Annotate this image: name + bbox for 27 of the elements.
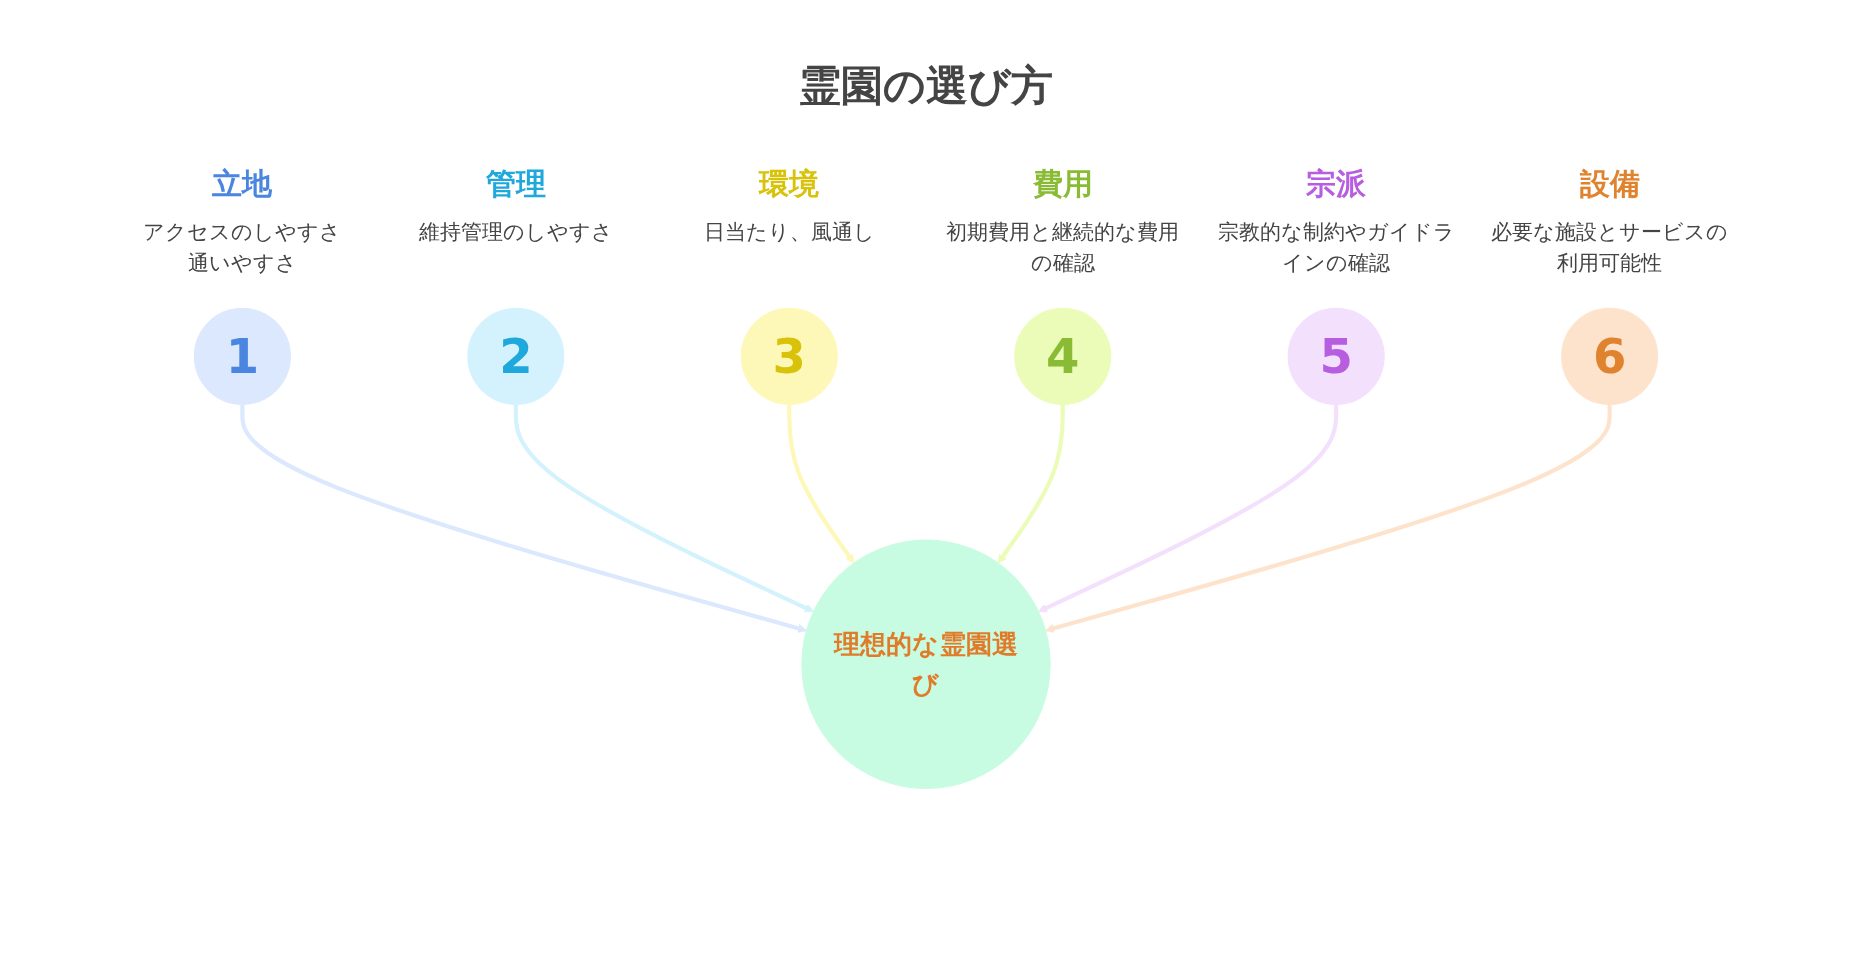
node-circle: 6 [1561,307,1659,405]
arrow [787,404,855,564]
node-circle: 1 [193,307,291,405]
arrow [240,404,807,633]
category-heading: 費用 [1032,165,1093,204]
description-text: 必要な施設とサービスの利用可能性 [1490,219,1730,277]
arrow [1038,404,1339,613]
description-text: 通いやすさ [187,249,297,277]
category-heading: 管理 [485,165,546,204]
node-circle: 3 [740,307,838,405]
category-heading: 環境 [759,165,820,204]
arrow [997,404,1065,564]
node-circle: 4 [1014,307,1112,405]
node-circle: 理想的な霊園選び [801,539,1051,789]
category-heading: 立地 [212,165,273,204]
description-text: アクセスのしやすさ [143,219,342,247]
node-circle: 5 [1287,307,1385,405]
category-heading: 宗派 [1306,165,1367,204]
description-text: 初期費用と継続的な費用の確認 [945,219,1181,277]
description-text: 日当たり、風通し [703,219,875,247]
arrow [513,404,814,613]
arrow [1045,404,1612,633]
diagram-title: 霊園の選び方 [799,60,1053,112]
description-text: 宗教的な制約やガイドラインの確認 [1216,219,1456,277]
node-circle: 2 [467,307,565,405]
category-heading: 設備 [1579,165,1640,204]
description-text: 維持管理のしやすさ [418,219,613,247]
